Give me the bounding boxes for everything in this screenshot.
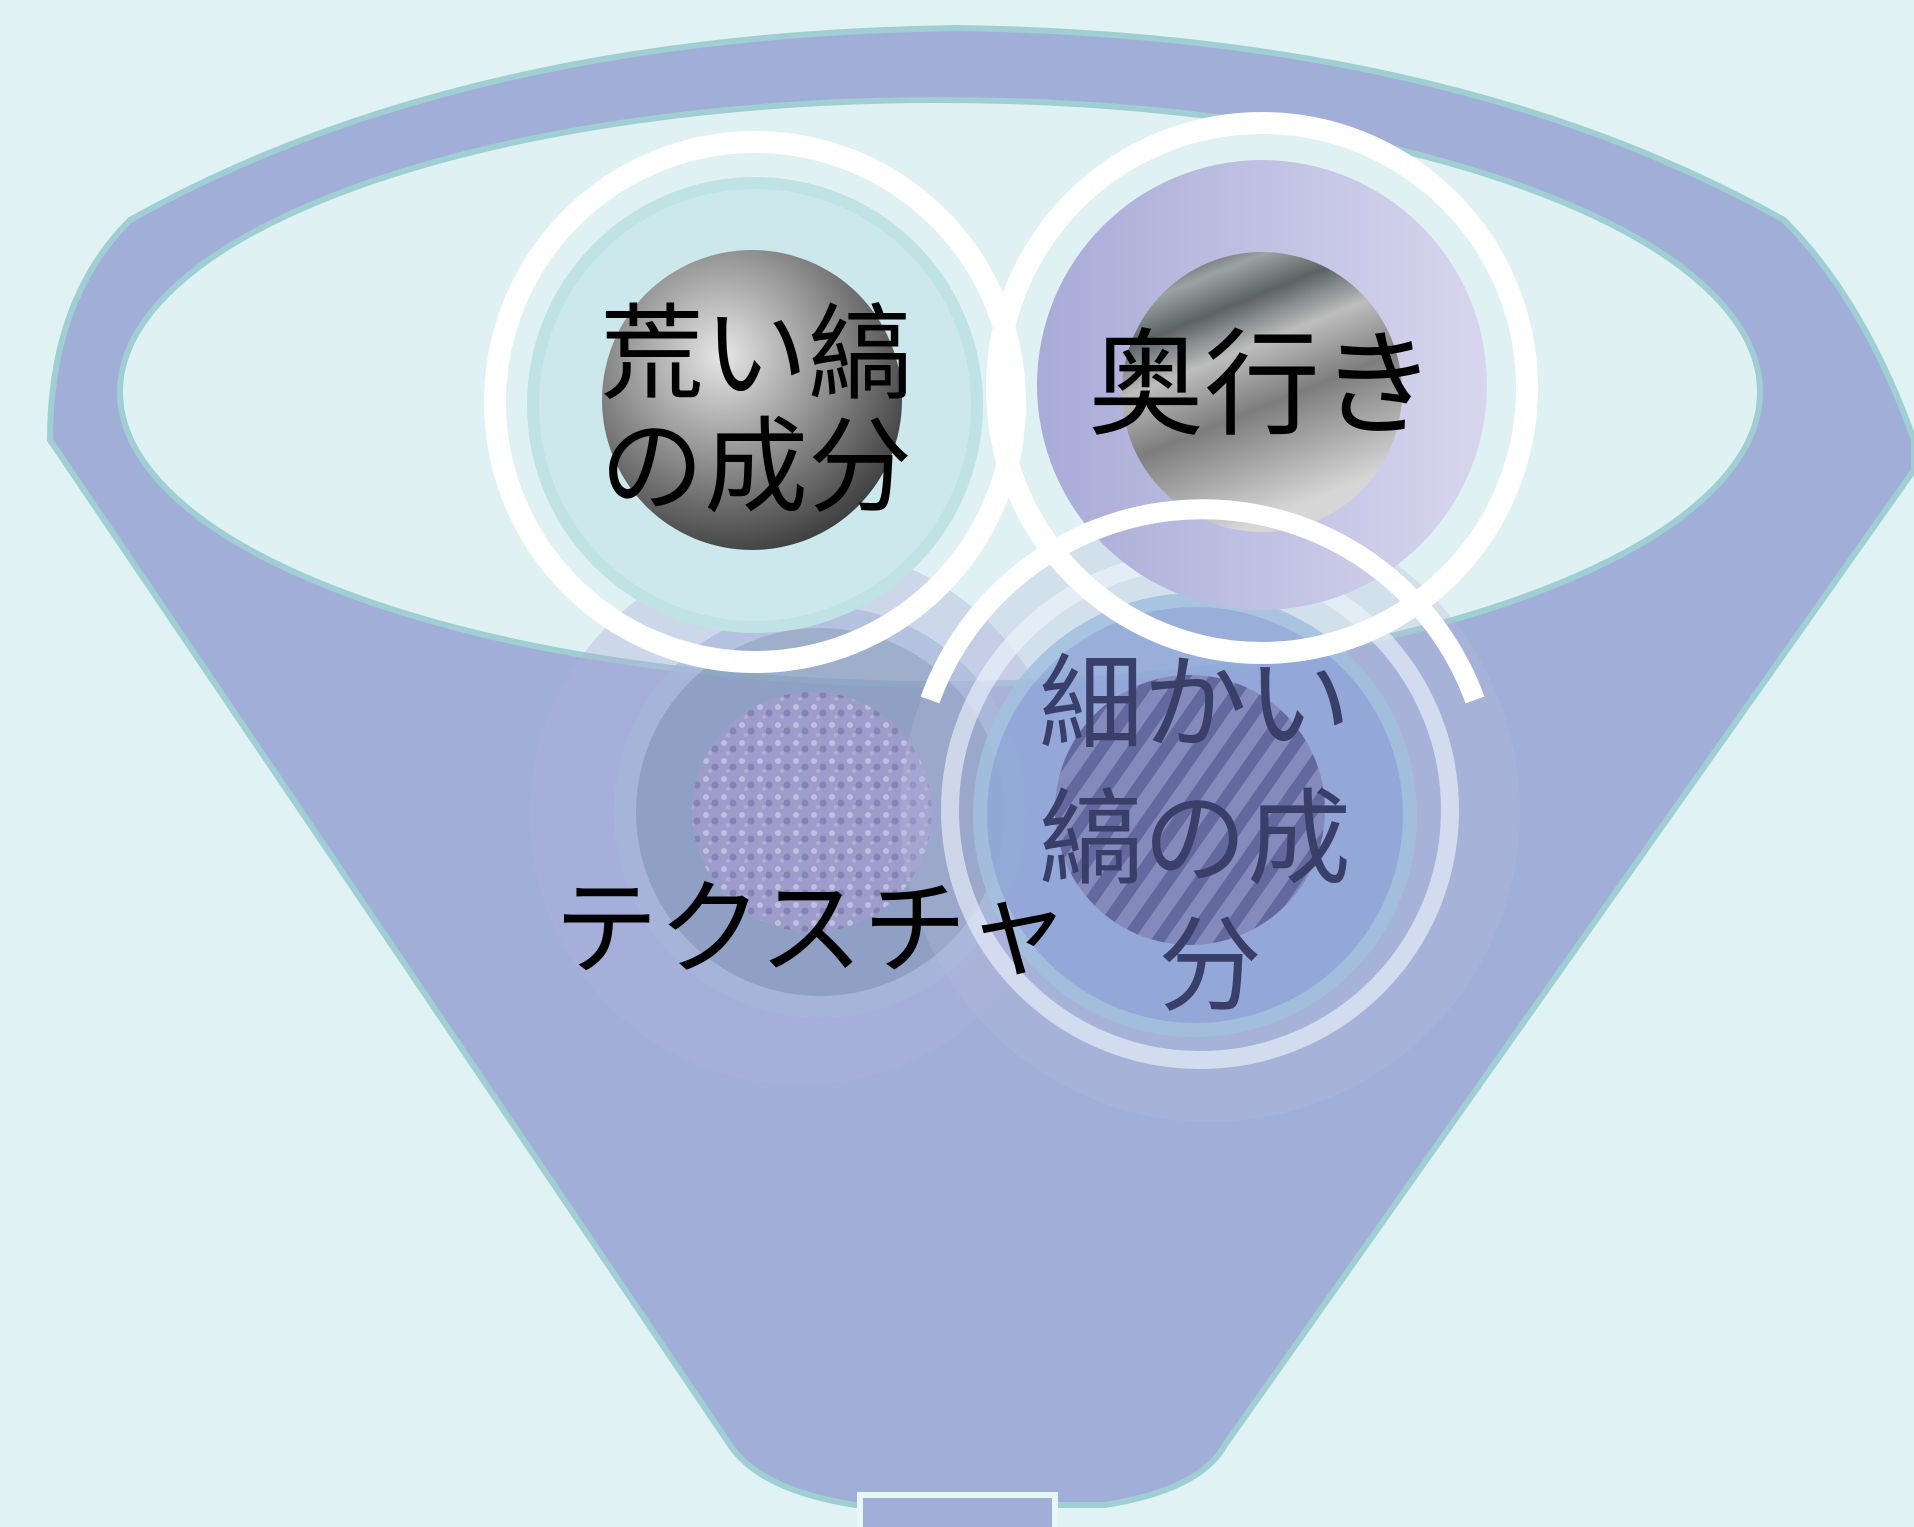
item-depth-circle xyxy=(986,112,1538,664)
label-depth: 奥行き xyxy=(1088,318,1436,453)
depth-stripes-texture-image xyxy=(1122,252,1402,532)
label-fine-line3: 分 xyxy=(1158,905,1262,1027)
funnel-spout xyxy=(857,1492,1058,1527)
gray-sphere-texture-image xyxy=(602,250,902,550)
label-texture: テクスチャ xyxy=(554,868,1070,990)
label-fine-line2: 縞の成 xyxy=(1039,778,1351,900)
label-coarse-line2: の成分 xyxy=(600,406,912,528)
fine-stripes-texture-image xyxy=(1055,675,1325,945)
label-coarse-line1: 荒い縞 xyxy=(600,293,912,415)
noise-texture-image xyxy=(692,692,932,932)
fine-circle-outer-ring xyxy=(920,499,1485,704)
label-fine-line1: 細かい xyxy=(1039,643,1351,765)
item-coarse-circle xyxy=(484,131,1026,673)
